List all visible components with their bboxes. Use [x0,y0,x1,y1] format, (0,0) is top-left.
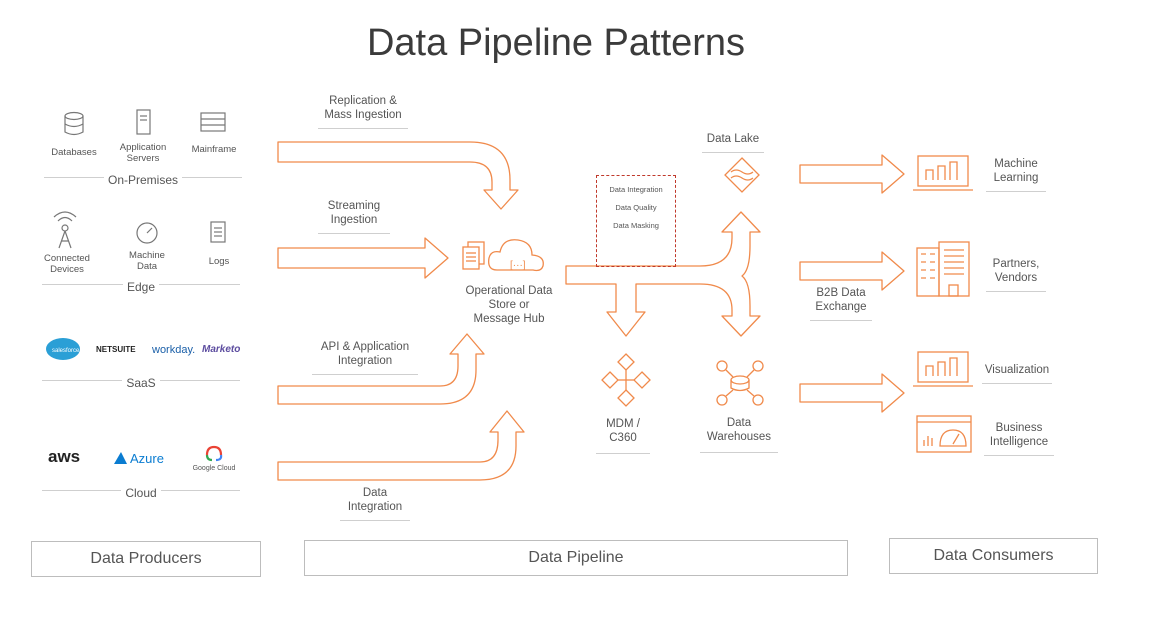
data-consumers-label: Data Consumers [933,547,1054,564]
logs-label: Logs [208,256,230,267]
machine-learning-label: Machine Learning [986,157,1046,192]
workday-logo: workday. [152,344,196,356]
azure-logo: Azure [130,451,164,466]
box-data-masking-label: Data Masking [613,221,659,230]
warehouse-icon [716,360,764,406]
data-lake-icon [724,157,760,193]
hub-document-icon [462,241,485,270]
mdm-label: MDM / C360 [596,417,650,454]
data-producers-label: Data Producers [90,550,202,567]
business-intelligence-label: Business Intelligence [984,421,1054,456]
machine-data-label: Machine Data [129,250,165,272]
data-lake-label: Data Lake [702,132,764,153]
saas-group-label: SaaS [122,376,160,390]
bi-arrow [799,373,905,413]
b2b-label: B2B Data Exchange [810,286,872,321]
ml-chart-monitor-icon [913,155,973,191]
data-consumers-box: Data Consumers [889,538,1098,574]
google-cloud-icon [205,445,223,462]
partners-vendors-label: Partners, Vendors [986,257,1046,292]
databases-label: Databases [51,147,97,158]
gauge-icon [136,222,158,244]
page-title: Data Pipeline Patterns [366,22,746,64]
aws-logo: aws [48,447,81,466]
data-pipeline-label: Data Pipeline [528,549,624,566]
warehouses-label: Data Warehouses [700,416,778,453]
pipeline-main-arrow [565,211,761,337]
marketo-logo: Marketo [202,344,241,355]
mainframe-icon [200,112,226,132]
streaming-arrow [277,237,449,279]
streaming-label: Streaming Ingestion [318,199,390,234]
data-producers-box: Data Producers [31,541,261,577]
data-services-box: Data Integration Data Quality Data Maski… [596,175,676,267]
api-arrow [277,333,485,405]
box-data-integration-label: Data Integration [609,185,663,194]
replication-arrow [277,141,519,210]
building-icon [916,241,970,297]
antenna-icon [53,211,77,249]
connected-devices-label: Connected Devices [44,253,90,275]
salesforce-logo: salesforce [46,338,80,360]
svg-text:salesforce: salesforce [52,348,80,354]
server-icon [136,109,151,135]
replication-label: Replication & Mass Ingestion [318,94,408,129]
on-premises-group-label: On-Premises [103,173,182,187]
svg-text:[···]: [···] [510,260,526,271]
viz-chart-monitor-icon [913,351,973,387]
bi-dashboard-icon [916,415,972,453]
cloud-icon: [···] [488,239,544,272]
mdm-icon [601,353,651,407]
api-label: API & Application Integration [312,340,418,375]
data-integration-arrow [277,410,525,481]
netsuite-logo: NETSUITE [96,345,136,354]
cloud-group-label: Cloud [121,486,161,500]
data-pipeline-box: Data Pipeline [304,540,848,576]
box-data-quality-label: Data Quality [615,203,657,212]
data-integration-label: Data Integration [340,486,410,521]
database-icon [64,111,84,136]
visualization-label: Visualization [982,363,1052,384]
azure-icon [114,452,127,464]
document-icon [210,221,226,243]
hub-label: Operational Data Store or Message Hub [465,285,553,325]
ml-arrow [799,154,905,194]
application-servers-label: Application Servers [119,142,167,164]
partners-arrow [799,251,905,291]
edge-group-label: Edge [122,280,160,294]
google-cloud-logo: Google Cloud [192,465,236,472]
mainframe-label: Mainframe [191,144,237,155]
